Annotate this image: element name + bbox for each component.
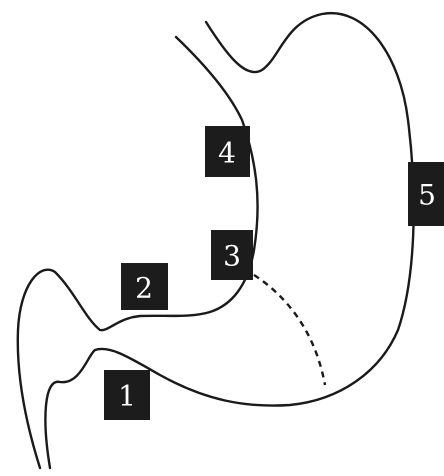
marker-2: 2	[121, 263, 168, 310]
marker-4-label: 4	[218, 137, 236, 170]
marker-5-label: 5	[418, 179, 436, 212]
marker-1: 1	[104, 370, 150, 420]
marker-3-label: 3	[223, 240, 241, 273]
marker-1-label: 1	[118, 380, 136, 413]
angular-incisure-dashed-line	[254, 275, 325, 385]
marker-2-label: 2	[135, 272, 153, 305]
marker-3: 3	[211, 230, 253, 280]
marker-5: 5	[408, 162, 444, 226]
marker-4: 4	[205, 126, 250, 177]
